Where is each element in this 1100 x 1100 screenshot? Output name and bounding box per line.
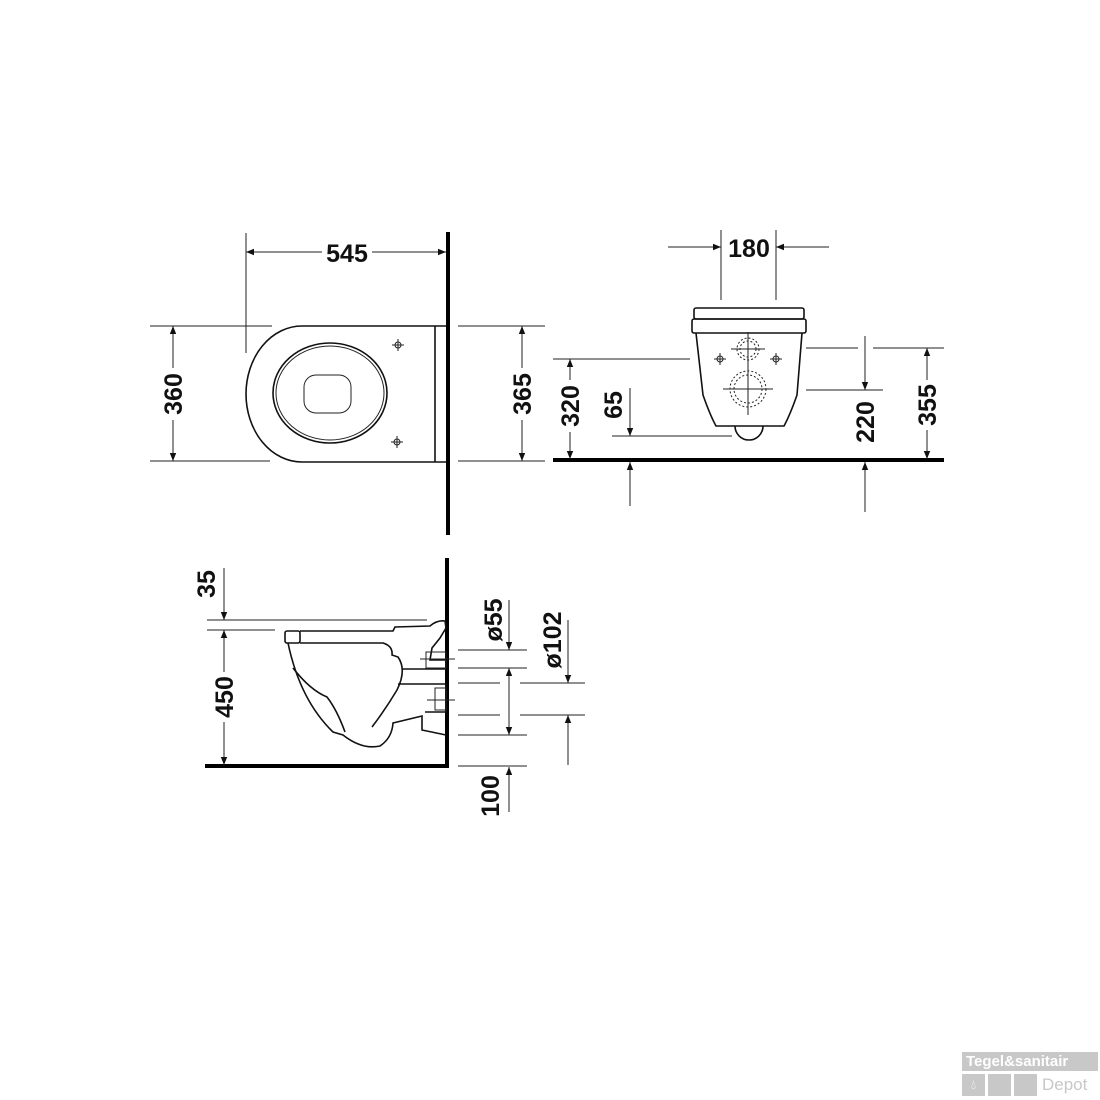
seat-ring (691, 318, 807, 334)
dim-seat-180: 180 (728, 235, 770, 263)
water-drop-icon: 💧︎ (962, 1074, 985, 1096)
bowl-front (695, 332, 803, 427)
bowl-waste (303, 374, 352, 414)
tile-icon (1014, 1074, 1037, 1096)
dim-height-450: 450 (211, 676, 239, 718)
dim-waste-220: 220 (852, 401, 880, 443)
dim-outlet-65: 65 (600, 391, 628, 419)
seat-opening (272, 342, 388, 444)
side-view: 35 450 ø55 100 (193, 558, 585, 817)
dim-outlet-diameter: ø102 (539, 612, 567, 669)
bowl-outline-top (245, 325, 446, 463)
watermark-line1: Tegel&sanitair (962, 1052, 1098, 1071)
dim-inlet-diameter: ø55 (480, 598, 508, 641)
dim-height-355: 355 (914, 384, 942, 426)
seat-lid (693, 307, 805, 320)
fixing-point-icon (391, 339, 404, 448)
dim-inlet-320: 320 (557, 385, 585, 427)
tile-icon (988, 1074, 1011, 1096)
watermark-logo: Tegel&sanitair 💧︎ Depot (962, 1052, 1098, 1096)
dim-length-545: 545 (326, 240, 368, 268)
watermark-line2: Depot (1042, 1075, 1088, 1094)
dim-seat-35: 35 (193, 570, 221, 598)
trap (734, 425, 764, 441)
dim-width-365: 365 (509, 373, 537, 415)
front-view: 180 320 65 220 355 (553, 230, 944, 512)
toilet-profile (284, 620, 455, 748)
top-view: 545 360 365 (150, 232, 545, 535)
dim-width-360: 360 (160, 373, 188, 415)
dim-outlet-100: 100 (477, 775, 505, 817)
